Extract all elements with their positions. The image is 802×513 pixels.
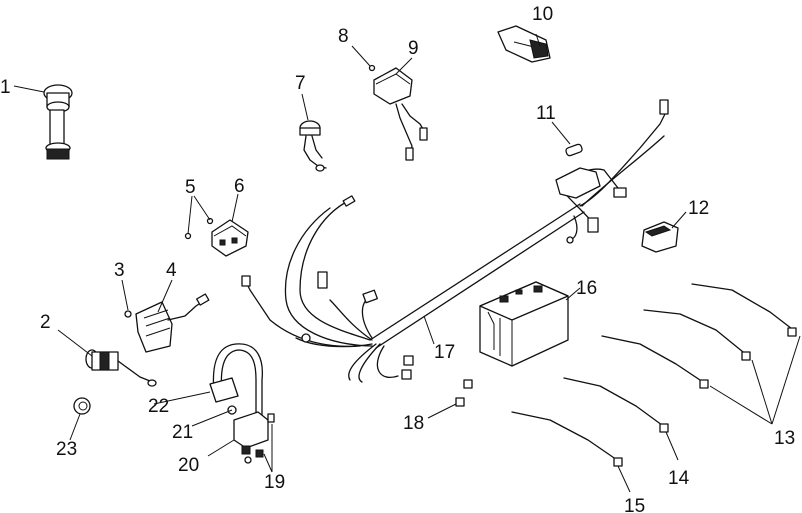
part-6-module — [184, 217, 249, 257]
callout-16: 16 — [576, 278, 597, 299]
callout-9: 9 — [408, 38, 419, 59]
callout-3: 3 — [114, 260, 125, 281]
callout-12: 12 — [688, 198, 709, 219]
callout-11: 11 — [536, 103, 556, 124]
callout-1: 1 — [0, 77, 11, 98]
part-11-fuse — [565, 143, 583, 157]
callout-23: 23 — [56, 439, 77, 460]
part-1-key-switch — [43, 84, 73, 160]
callout-17: 17 — [434, 342, 455, 363]
part-18-bolts — [455, 379, 473, 407]
callout-22: 22 — [148, 396, 169, 417]
callout-20: 20 — [178, 455, 199, 476]
callout-8: 8 — [338, 26, 349, 47]
callout-14: 14 — [668, 468, 690, 489]
callout-18: 18 — [403, 413, 424, 434]
callout-15: 15 — [624, 496, 645, 513]
callout-2: 2 — [40, 312, 51, 333]
leader-lines — [13, 33, 801, 493]
part-23-clip — [73, 397, 91, 415]
part-4-relay — [124, 293, 210, 353]
part-12-relay-block — [641, 221, 679, 253]
callout-4: 4 — [166, 260, 177, 281]
callout-7: 7 — [295, 73, 306, 94]
part-20-ignition-coil — [209, 343, 275, 464]
callout-21: 21 — [172, 422, 193, 443]
callout-5: 5 — [185, 177, 196, 198]
part-9-cdi-box — [368, 64, 428, 161]
callout-labels: 1 2 3 4 5 6 7 8 9 10 11 12 13 14 15 16 1… — [0, 4, 795, 513]
part-10-cover — [497, 25, 551, 63]
callout-19: 19 — [264, 472, 285, 493]
part-2-switch — [85, 349, 157, 387]
part-17-wiring-harness — [241, 99, 669, 383]
cables-13-14-15 — [511, 283, 797, 467]
part-7-sensor — [299, 120, 327, 172]
callout-13: 13 — [774, 428, 795, 449]
part-16-battery — [479, 281, 569, 367]
callout-6: 6 — [234, 176, 245, 197]
callout-10: 10 — [532, 4, 553, 25]
